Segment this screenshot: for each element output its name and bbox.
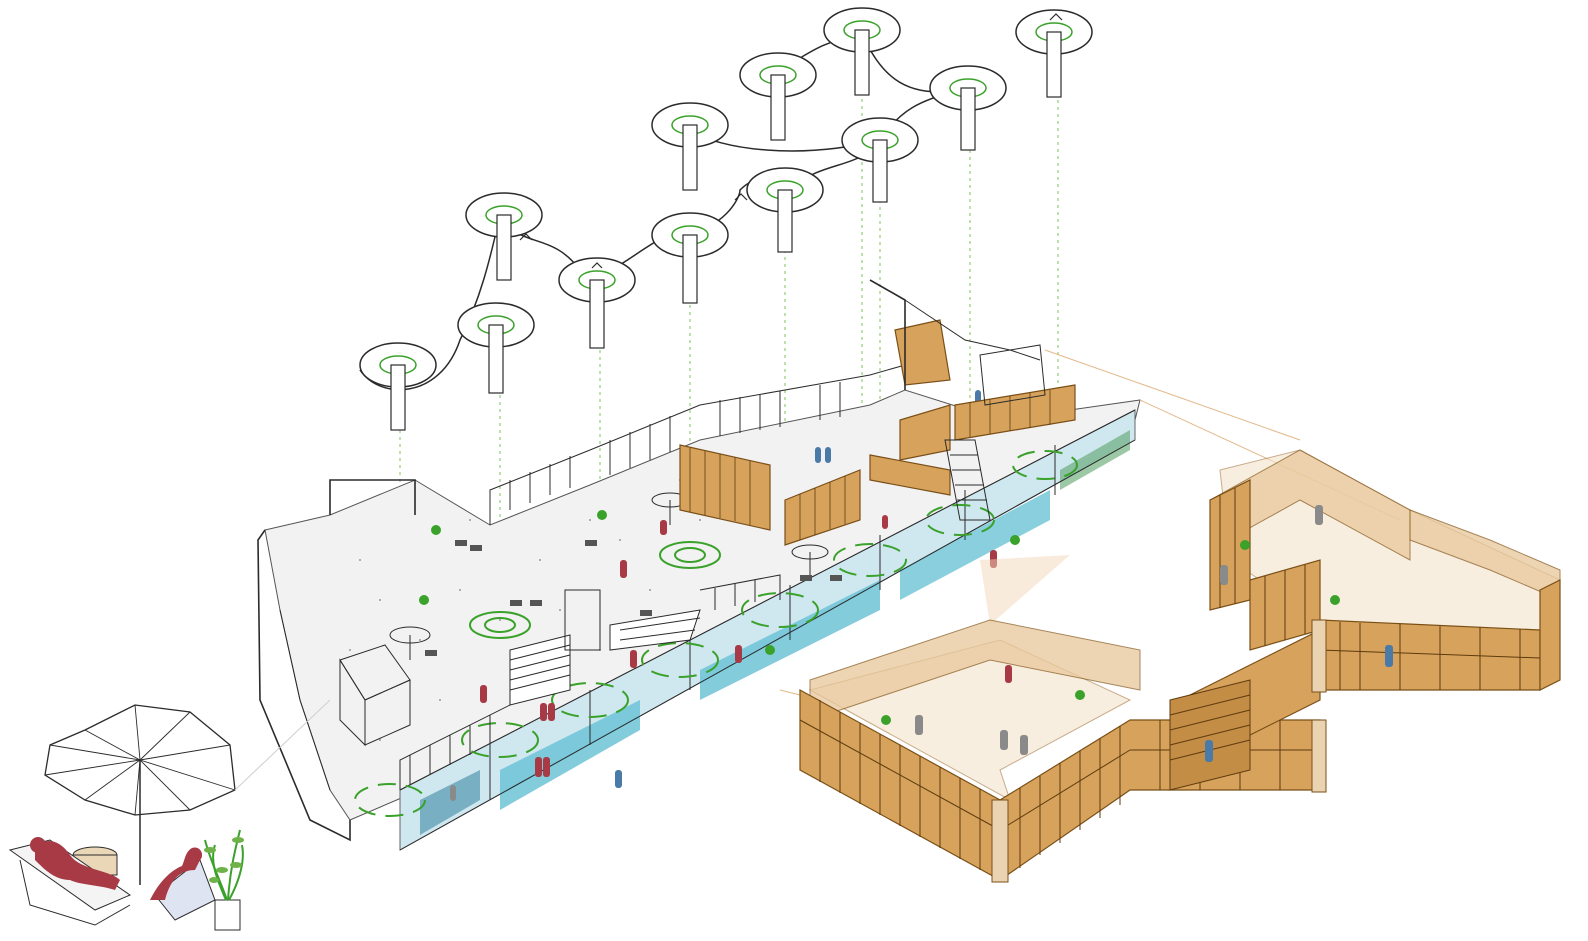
lamp-canopy-icon — [823, 7, 901, 96]
umbrella-icon — [44, 704, 236, 885]
lamp-canopy-icon — [746, 167, 824, 253]
potted-plant-icon — [1330, 595, 1340, 605]
people-figures — [450, 390, 997, 801]
lamp-canopy-icon — [929, 65, 1007, 151]
lamp-canopy-icon — [651, 102, 729, 191]
lamp-canopies — [359, 7, 1093, 431]
bird-icon — [519, 233, 533, 241]
person-reclining-icon — [30, 837, 120, 890]
floor-umbrellas — [389, 492, 829, 660]
potted-plant-icon — [419, 595, 429, 605]
lounge-vignette — [8, 699, 331, 931]
bird-icon — [591, 262, 603, 269]
potted-plant-icon — [431, 525, 441, 535]
potted-plant-icon — [1240, 540, 1250, 550]
potted-plant-icon — [765, 645, 775, 655]
potted-plant-icon — [1075, 690, 1085, 700]
floor-light-rings — [354, 450, 1078, 817]
lamp-canopy-icon — [739, 52, 817, 141]
umbrella-icon — [389, 626, 431, 660]
potted-plant-icon — [881, 715, 891, 725]
potted-plant-icon — [597, 510, 607, 520]
lamp-canopy-icon — [457, 302, 535, 394]
enlarged-wood-pavilion — [799, 449, 1561, 883]
kiosk-box — [339, 589, 601, 747]
lamp-canopy-icon — [558, 257, 636, 349]
lounge-chairs — [425, 540, 842, 656]
potted-plant-icon — [204, 829, 244, 931]
lamp-canopy-icon — [651, 212, 729, 304]
bird-icon — [734, 193, 748, 201]
main-floor-stairs — [399, 574, 781, 790]
lamp-canopy-icon — [359, 342, 437, 431]
person-reclining-icon — [150, 847, 203, 900]
lamp-canopy-icon — [465, 192, 543, 281]
lamp-canopy-icon — [1015, 9, 1093, 98]
lamp-canopy-icon — [841, 117, 919, 203]
bird-icon — [1049, 13, 1063, 21]
umbrella-icon — [791, 544, 829, 575]
potted-plant-icon — [1010, 535, 1020, 545]
pavilion-small — [679, 279, 1076, 546]
